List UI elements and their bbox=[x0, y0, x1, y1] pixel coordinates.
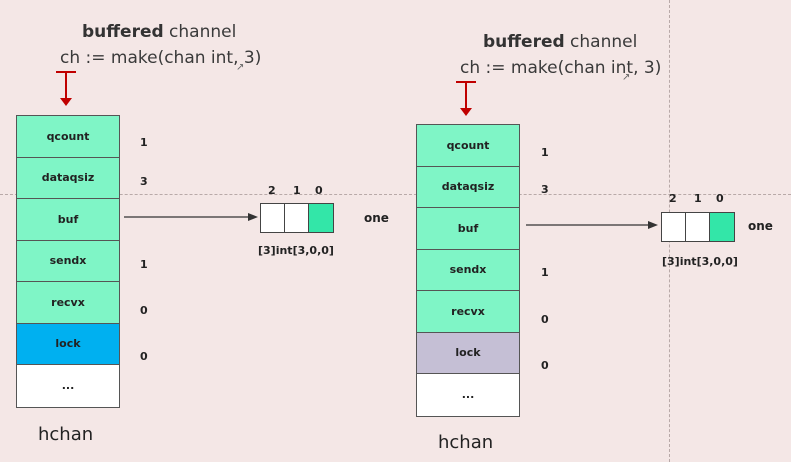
left-index-1: 1 bbox=[293, 184, 301, 197]
right-field-lock: lock bbox=[417, 332, 519, 374]
left-array-label: [3]int[3,0,0] bbox=[258, 244, 334, 257]
left-element-label: one bbox=[364, 211, 389, 225]
right-field-sendx: sendx bbox=[417, 249, 519, 291]
right-value-sendx: 1 bbox=[541, 266, 549, 279]
right-slot-1 bbox=[686, 213, 710, 241]
right-field-buf: buf bbox=[417, 208, 519, 250]
right-index-1: 1 bbox=[694, 192, 702, 205]
left-field-lock: lock bbox=[17, 323, 119, 365]
right-element-label: one bbox=[748, 219, 773, 233]
left-title-bold: buffered bbox=[82, 22, 164, 42]
left-index-2: 2 bbox=[268, 184, 276, 197]
right-title-rest: channel bbox=[564, 32, 638, 52]
right-value-recvx: 0 bbox=[541, 313, 549, 326]
left-slot-0 bbox=[309, 204, 333, 232]
left-value-lock: 0 bbox=[140, 350, 148, 363]
left-field-qcount: qcount bbox=[17, 116, 119, 158]
left-cursor-icon: ↗ bbox=[236, 62, 245, 73]
right-value-qcount: 1 bbox=[541, 146, 549, 159]
right-slot-0 bbox=[710, 213, 734, 241]
left-field-dataqsiz: dataqsiz bbox=[17, 157, 119, 199]
left-pointer-arrow-icon bbox=[56, 71, 76, 106]
left-field-recvx: recvx bbox=[17, 282, 119, 324]
left-slot-1 bbox=[285, 204, 309, 232]
right-array-label: [3]int[3,0,0] bbox=[662, 255, 738, 268]
left-buf-arrow-icon bbox=[124, 213, 258, 221]
left-value-dataqsiz: 3 bbox=[140, 175, 148, 188]
left-buffer-array bbox=[260, 203, 334, 233]
right-title: buffered channel bbox=[483, 32, 637, 52]
right-field-dataqsiz: dataqsiz bbox=[417, 166, 519, 208]
right-cursor-icon: ↗ bbox=[622, 72, 631, 83]
right-value-lock: 0 bbox=[541, 359, 549, 372]
left-code: ch := make(chan int, 3) bbox=[60, 48, 262, 68]
right-title-bold: buffered bbox=[483, 32, 565, 52]
horizontal-guide-line bbox=[0, 194, 791, 195]
left-index-0: 0 bbox=[315, 184, 323, 197]
right-field-qcount: qcount bbox=[417, 125, 519, 167]
left-title: buffered channel bbox=[82, 22, 236, 42]
left-value-recvx: 0 bbox=[140, 304, 148, 317]
left-field-sendx: sendx bbox=[17, 240, 119, 282]
right-buf-arrow-icon bbox=[526, 221, 658, 229]
left-slot-2 bbox=[261, 204, 285, 232]
left-title-rest: channel bbox=[163, 22, 237, 42]
left-field-ellipsis: ... bbox=[17, 365, 119, 407]
right-buffer-array bbox=[661, 212, 735, 242]
right-field-recvx: recvx bbox=[417, 291, 519, 333]
left-hchan-struct: qcount dataqsiz buf sendx recvx lock ... bbox=[16, 115, 120, 408]
right-index-0: 0 bbox=[716, 192, 724, 205]
right-value-dataqsiz: 3 bbox=[541, 183, 549, 196]
left-field-buf: buf bbox=[17, 199, 119, 241]
left-value-sendx: 1 bbox=[140, 258, 148, 271]
left-hchan-label: hchan bbox=[38, 424, 94, 445]
right-hchan-struct: qcount dataqsiz buf sendx recvx lock ... bbox=[416, 124, 520, 417]
right-code: ch := make(chan int, 3) bbox=[460, 58, 662, 78]
right-hchan-label: hchan bbox=[438, 432, 494, 453]
right-slot-2 bbox=[662, 213, 686, 241]
right-field-ellipsis: ... bbox=[417, 374, 519, 416]
left-value-qcount: 1 bbox=[140, 136, 148, 149]
right-pointer-arrow-icon bbox=[456, 81, 476, 116]
right-index-2: 2 bbox=[669, 192, 677, 205]
